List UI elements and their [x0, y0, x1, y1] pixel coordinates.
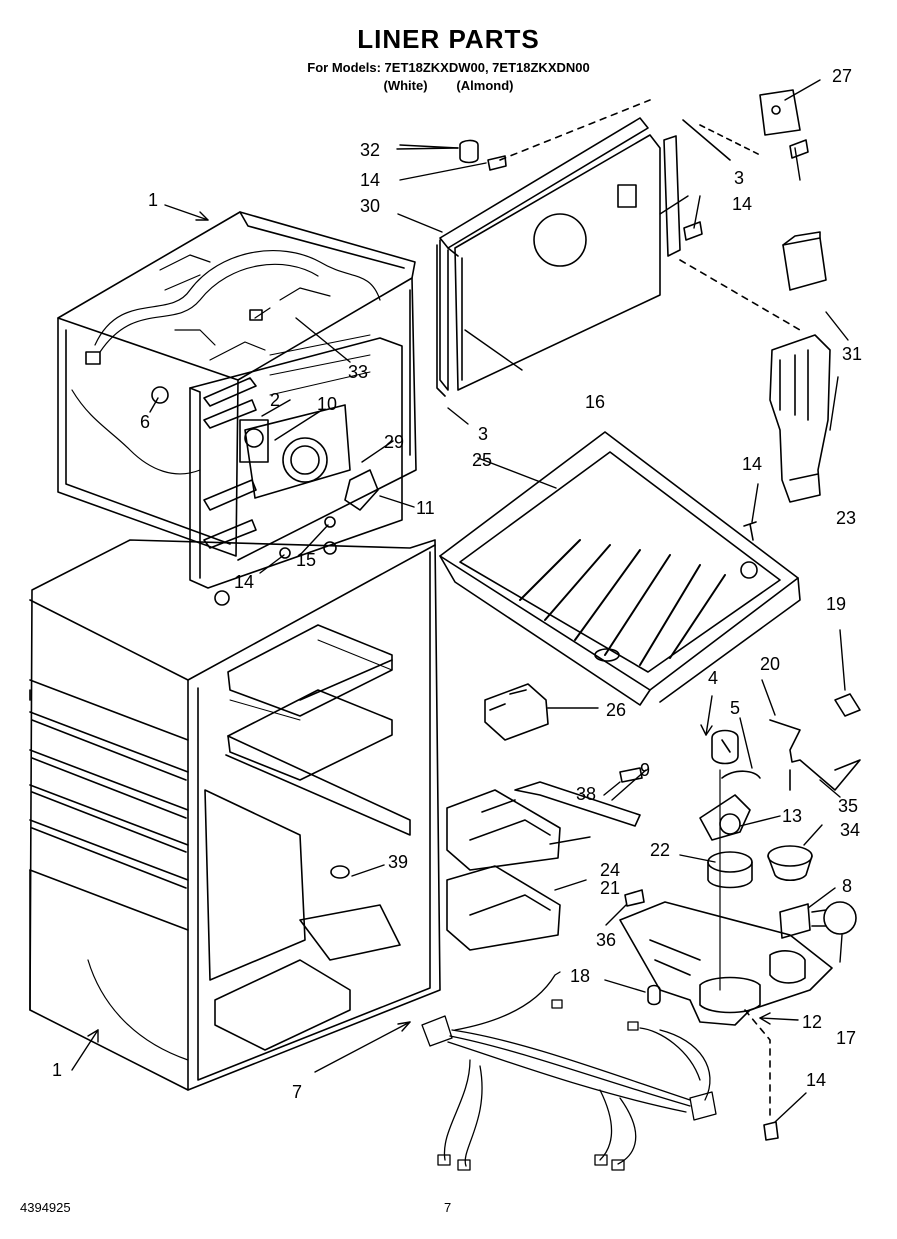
- callout-14: 14: [234, 572, 254, 592]
- callout-2: 2: [270, 390, 280, 410]
- variants-line: (White) (Almond): [383, 78, 514, 93]
- callout-9: 9: [640, 760, 650, 780]
- callout-29: 29: [384, 432, 404, 452]
- callout-38: 38: [576, 784, 596, 804]
- callout-25: 25: [472, 450, 492, 470]
- models-line: For Models: 7ET18ZKXDW00, 7ET18ZKXDN00: [307, 60, 590, 75]
- air-duct-parts-drawing: [769, 231, 831, 503]
- callout-35: 35: [838, 796, 858, 816]
- callout-19: 19: [826, 594, 846, 614]
- callout-15: 15: [296, 550, 316, 570]
- callout-30: 30: [360, 196, 380, 216]
- page-title: LINER PARTS: [357, 24, 540, 54]
- callout-22: 22: [650, 840, 670, 860]
- callout-3: 3: [478, 424, 488, 444]
- callout-34: 34: [840, 820, 860, 840]
- callout-17: 17: [836, 1028, 856, 1048]
- wire-harness-drawing: [421, 971, 717, 1171]
- freezer-liner-drawing: [57, 211, 417, 606]
- callout-4: 4: [708, 668, 718, 688]
- callout-39: 39: [388, 852, 408, 872]
- callout-7: 7: [292, 1082, 302, 1102]
- callout-12: 12: [802, 1012, 822, 1032]
- callout-33: 33: [348, 362, 368, 382]
- callout-13: 13: [782, 806, 802, 826]
- callout-14: 14: [806, 1070, 826, 1090]
- callout-24: 24: [600, 860, 620, 880]
- callout-8: 8: [842, 876, 852, 896]
- callout-16: 16: [585, 392, 605, 412]
- document-number: 4394925: [20, 1200, 71, 1215]
- callout-6: 6: [140, 412, 150, 432]
- callout-20: 20: [760, 654, 780, 674]
- fresh-food-liner-drawing: [29, 539, 441, 1091]
- divider-panels-drawing: [436, 89, 809, 397]
- callout-36: 36: [596, 930, 616, 950]
- callout-31: 31: [842, 344, 862, 364]
- small-parts-drawing: [446, 683, 861, 1141]
- callout-1: 1: [148, 190, 158, 210]
- callout-32: 32: [360, 140, 380, 160]
- callout-21: 21: [600, 878, 620, 898]
- callout-5: 5: [730, 698, 740, 718]
- leader-arrows: [71, 79, 849, 1123]
- callout-1: 1: [52, 1060, 62, 1080]
- page-number: 7: [444, 1200, 452, 1215]
- callout-14: 14: [732, 194, 752, 214]
- callout-14: 14: [360, 170, 380, 190]
- callout-23: 23: [836, 508, 856, 528]
- callout-11: 11: [416, 498, 435, 518]
- callout-3: 3: [734, 168, 744, 188]
- callout-10: 10: [317, 394, 337, 414]
- callout-labels: 1 1 2 3 3 4 5 6 7 8 9 10 11 12 13 14 14 …: [52, 66, 862, 1102]
- freezer-shelf-drawing: [439, 431, 801, 706]
- callout-26: 26: [606, 700, 626, 720]
- callout-18: 18: [570, 966, 590, 986]
- callout-27: 27: [832, 66, 852, 86]
- callout-14: 14: [742, 454, 762, 474]
